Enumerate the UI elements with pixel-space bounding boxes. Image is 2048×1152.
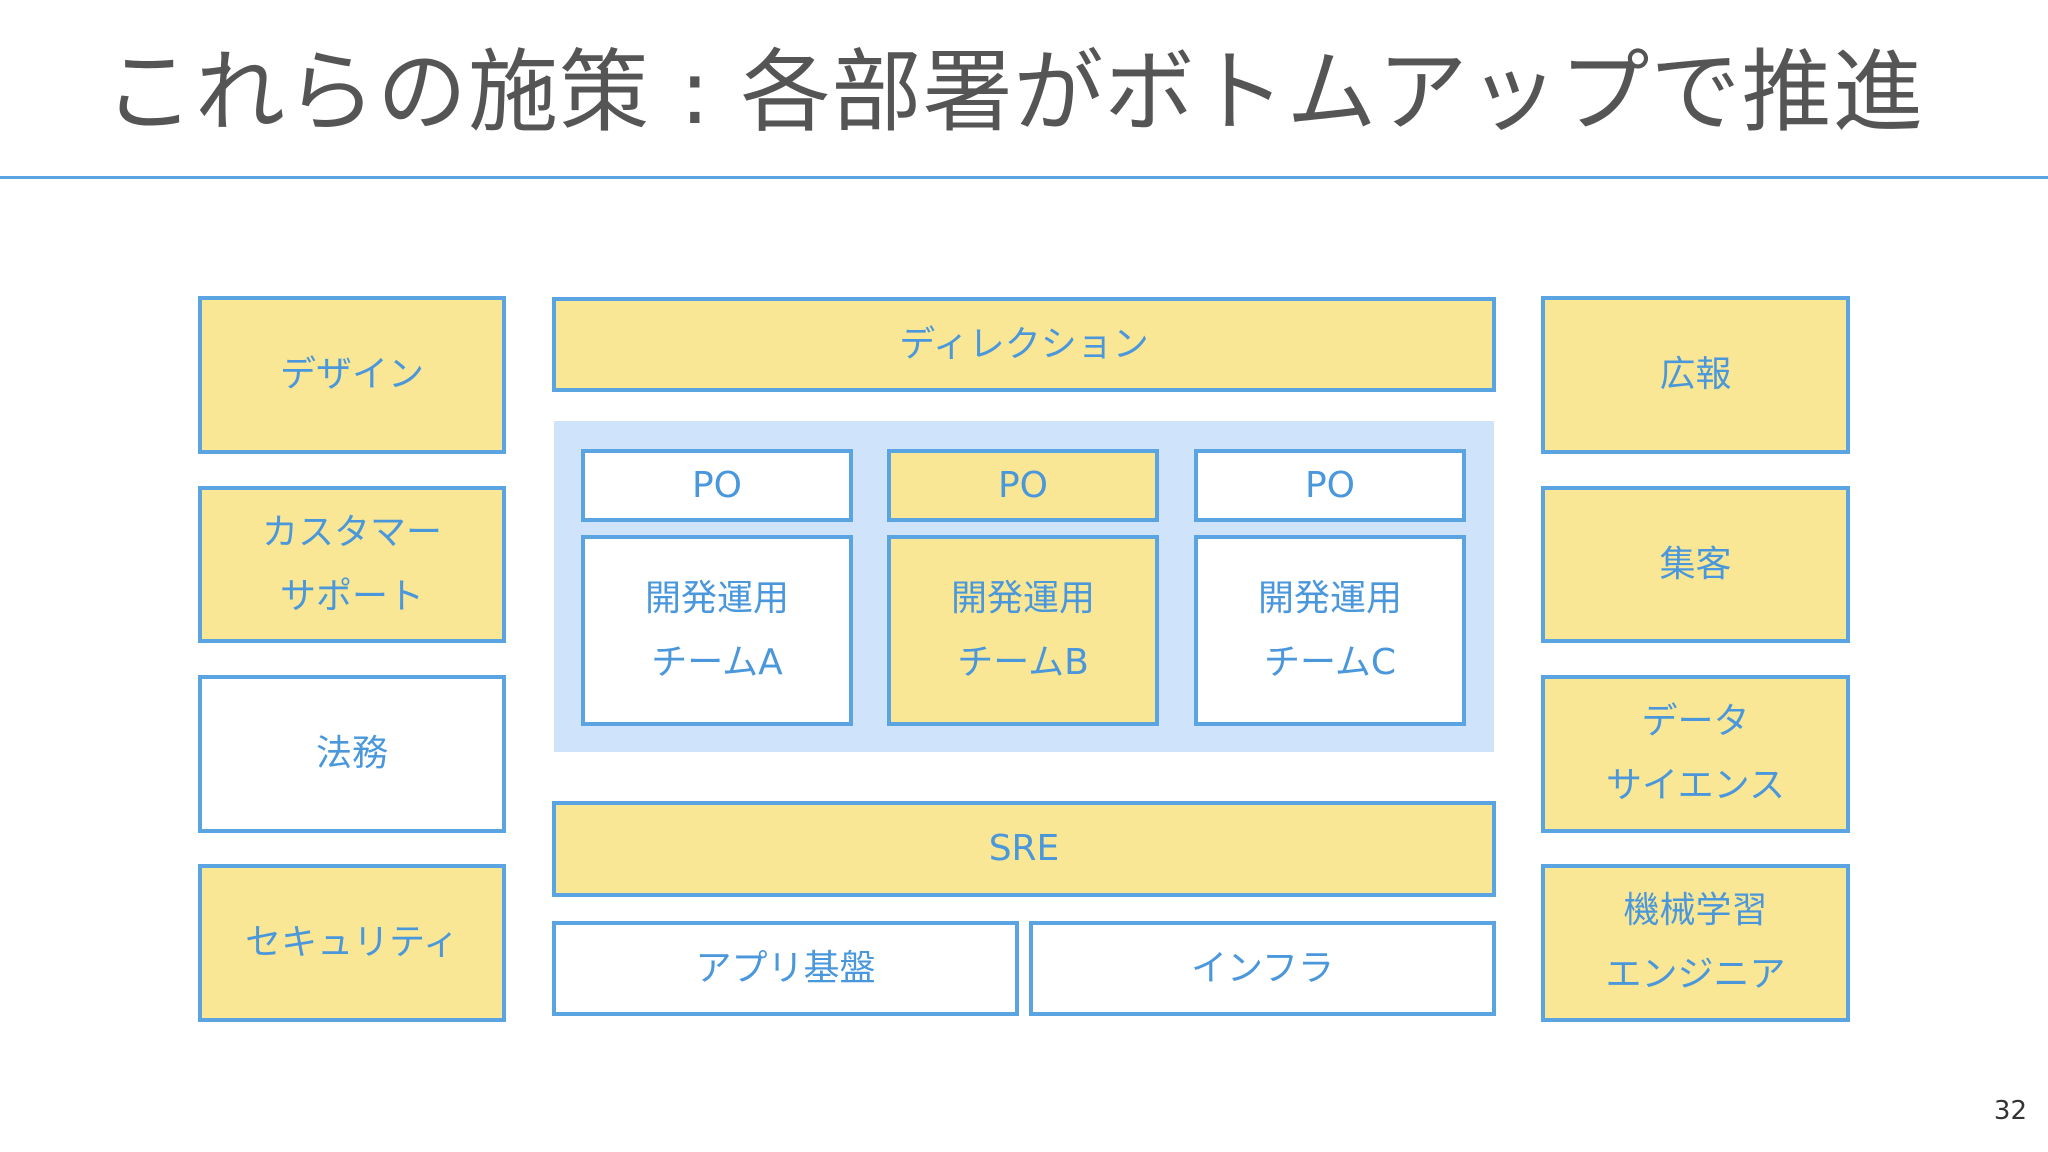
- team-label-line: チームB: [957, 641, 1089, 683]
- dept-label-line: デザイン: [279, 354, 424, 395]
- dept-label-line: 機械学習: [1623, 890, 1768, 931]
- po-box-team-a: PO: [581, 449, 853, 522]
- dept-box-data-science: データ サイエンス: [1541, 675, 1850, 833]
- dept-box-security: セキュリティ: [198, 864, 506, 1022]
- dept-label-line: エンジニア: [1605, 954, 1786, 995]
- infrastructure-box: インフラ: [1029, 921, 1496, 1016]
- dept-box-marketing: 集客: [1541, 486, 1850, 643]
- dev-team-box-a: 開発運用 チームA: [581, 535, 853, 726]
- po-label: PO: [1304, 464, 1356, 506]
- dept-label-line: カスタマー: [261, 511, 442, 553]
- infrastructure-label: インフラ: [1191, 947, 1334, 989]
- dept-label-line: サイエンス: [1606, 765, 1785, 806]
- dept-box-design: デザイン: [198, 296, 506, 454]
- po-label: PO: [997, 464, 1049, 506]
- team-label-line: チームA: [651, 641, 783, 683]
- team-label-line: 開発運用: [950, 577, 1095, 619]
- app-platform-box: アプリ基盤: [552, 921, 1019, 1016]
- page-number: 32: [1993, 1096, 2027, 1126]
- po-label: PO: [691, 464, 743, 506]
- dept-box-pr: 広報: [1541, 296, 1850, 454]
- dept-label-line: セキュリティ: [245, 922, 459, 963]
- po-box-team-b: PO: [887, 449, 1159, 522]
- dept-label-line: 広報: [1659, 354, 1732, 395]
- team-label-line: 開発運用: [644, 577, 789, 619]
- team-label-line: 開発運用: [1257, 577, 1402, 619]
- dept-box-customer-support: カスタマー サポート: [198, 486, 506, 643]
- dev-team-box-b: 開発運用 チームB: [887, 535, 1159, 726]
- dev-team-box-c: 開発運用 チームC: [1194, 535, 1466, 726]
- dept-label-line: 集客: [1659, 543, 1732, 585]
- dept-label-line: サポート: [279, 575, 424, 617]
- dept-label-line: データ: [1641, 701, 1750, 742]
- sre-bar: SRE: [552, 801, 1496, 897]
- sre-label: SRE: [988, 828, 1060, 869]
- slide-title: これらの施策 : 各部署がボトムアップで推進: [104, 40, 1924, 145]
- direction-bar: ディレクション: [552, 297, 1496, 392]
- team-label-line: チームC: [1263, 641, 1397, 683]
- dept-box-ml-engineer: 機械学習 エンジニア: [1541, 864, 1850, 1022]
- po-box-team-c: PO: [1194, 449, 1466, 522]
- dept-label-line: 法務: [315, 733, 388, 774]
- title-divider: [0, 176, 2048, 179]
- direction-label: ディレクション: [899, 323, 1149, 365]
- dept-box-legal: 法務: [198, 675, 506, 833]
- app-platform-label: アプリ基盤: [695, 947, 876, 989]
